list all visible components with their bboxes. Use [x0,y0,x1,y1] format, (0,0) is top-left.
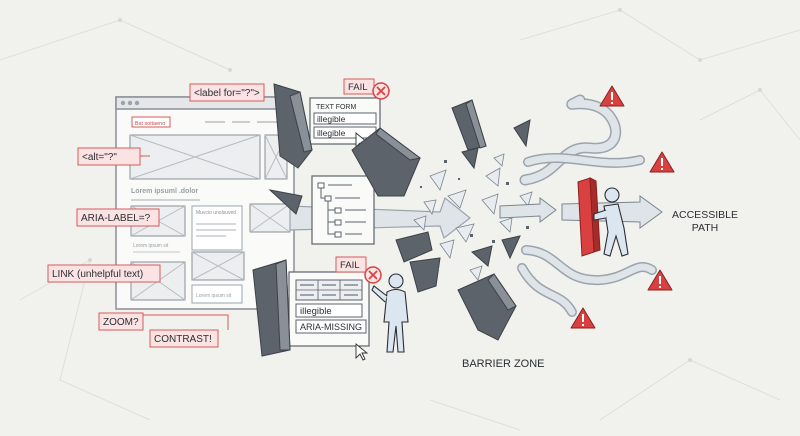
contrast-text: CONTRAST! [154,334,212,345]
text-form-field-2: illegible [317,128,346,138]
label-for-tag: <label for="?"> [189,83,265,102]
accessible-path-label-line-1: ACCESSIBLE [672,209,738,221]
label-for-text: <label for="?"> [194,88,260,99]
aria-label-text: ARIA-LABEL=? [81,213,151,224]
barrier-shards [252,83,531,357]
fail-x-icon [372,82,390,100]
alt-text: <alt="?" [82,152,117,163]
image-placeholder [249,203,291,233]
table-fail-badge: FAIL [335,256,382,284]
zoom-text: ZOOM? [103,317,139,328]
accessible-path-label-line-2: PATH [692,222,718,234]
text-form-field-1: illegible [317,114,346,124]
mouse-cursor-icon [355,343,369,361]
text-form-fail-badge: FAIL [343,78,390,100]
image-placeholder [191,251,245,281]
caption-1: Lorem ipsum sit [133,243,169,249]
background-dots [88,8,762,362]
warning-icon [599,85,625,107]
browser-header-chip: Bst soitaeno [135,121,165,127]
text-form-title: TEXT FORM [316,104,356,111]
card-title: Muvcio unolsuved [196,210,236,216]
red-barrier [577,177,601,257]
alt-tag: <alt="?" [77,147,150,166]
table-panel: illegible ARIA-MISSING [288,271,370,347]
browser-window-icon [120,100,140,106]
contrast-tag: CONTRAST! [142,314,229,348]
zoom-tag: ZOOM? [98,312,144,331]
warning-icon [649,151,675,173]
browser-heading: Lorem ipsuml .dolor [131,188,199,195]
text-form-fail-text: FAIL [348,82,368,93]
hero-image-placeholder [129,134,261,180]
table-field-2: ARIA-MISSING [300,322,362,332]
link-tag: LINK (unhelpful text) [47,264,161,283]
text-form-panel: TEXT FORM illegible illegible [309,97,381,145]
person-icon [593,187,629,257]
barrier-zone-label: BARRIER ZONE [462,358,545,370]
sitemap-panel [311,175,375,245]
link-text: LINK (unhelpful text) [52,269,143,280]
caption-2: Lorem ipsum sit [196,293,232,299]
person-icon [371,273,409,353]
warning-icon [647,269,673,291]
table-field-1: illegible [300,306,332,317]
winding-paths [517,94,657,317]
aria-label-tag: ARIA-LABEL=? [76,208,160,227]
glass-specks [420,160,529,271]
table-fail-text: FAIL [340,260,360,271]
warning-icon [570,307,596,329]
fail-x-icon [364,266,382,284]
glass-fragments [413,153,533,281]
